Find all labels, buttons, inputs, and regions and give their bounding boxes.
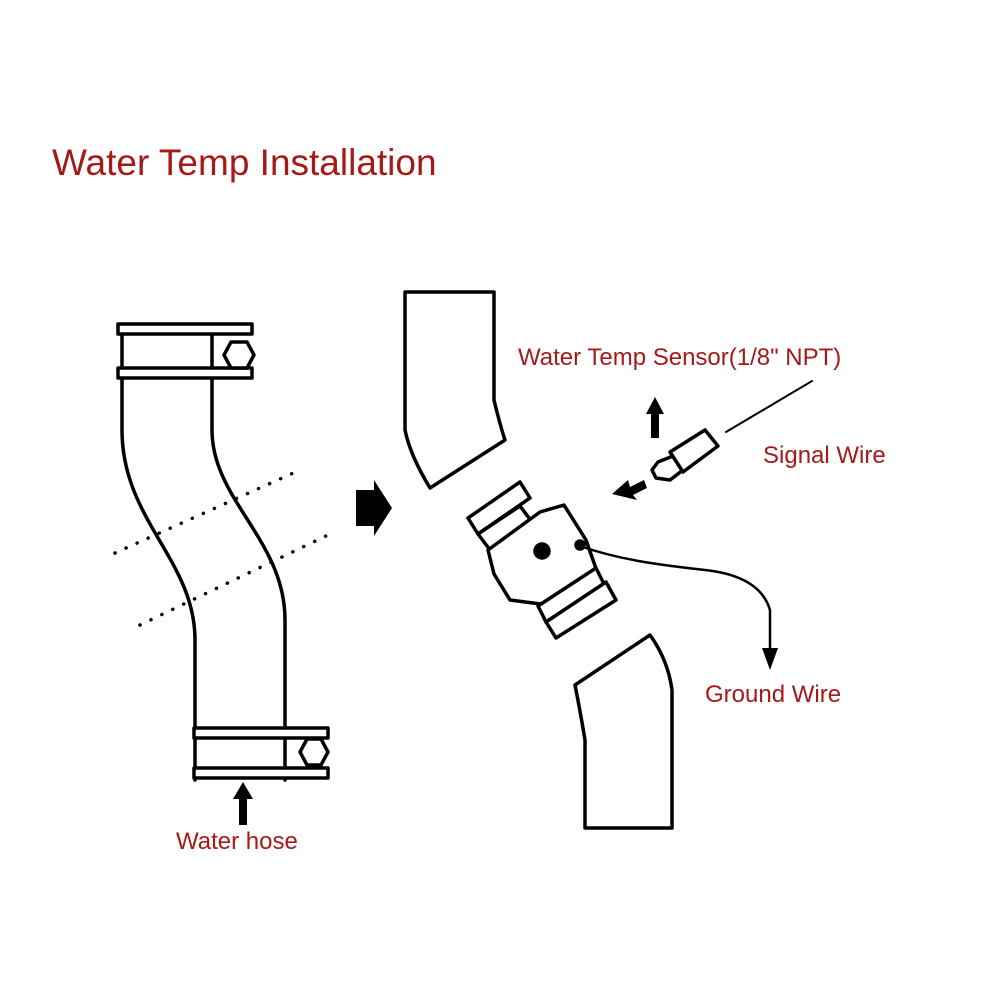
water-hose-label: Water hose xyxy=(176,828,298,855)
top-hose-clamp xyxy=(116,322,256,380)
ground-wire-label: Ground Wire xyxy=(705,681,842,708)
signal-wire-line xyxy=(725,380,813,433)
step-arrow-icon xyxy=(356,480,392,536)
signal-wire-label: Signal Wire xyxy=(763,442,886,469)
sensor-adapter xyxy=(466,480,618,640)
water-temp-sensor xyxy=(650,428,720,482)
hose-arrow-icon xyxy=(233,782,253,825)
cut-lines xyxy=(113,468,330,627)
lower-hose-section xyxy=(573,633,674,830)
water-hose xyxy=(120,323,287,782)
ground-wire-line xyxy=(578,544,772,657)
ground-arrow-icon xyxy=(762,648,778,670)
diagram-title: Water Temp Installation xyxy=(52,142,437,183)
sensor-label: Water Temp Sensor(1/8" NPT) xyxy=(518,344,842,371)
insert-arrow-icon xyxy=(612,480,647,500)
up-arrow-icon xyxy=(646,397,664,438)
bottom-hose-clamp xyxy=(192,726,330,780)
upper-hose-section xyxy=(403,290,507,490)
